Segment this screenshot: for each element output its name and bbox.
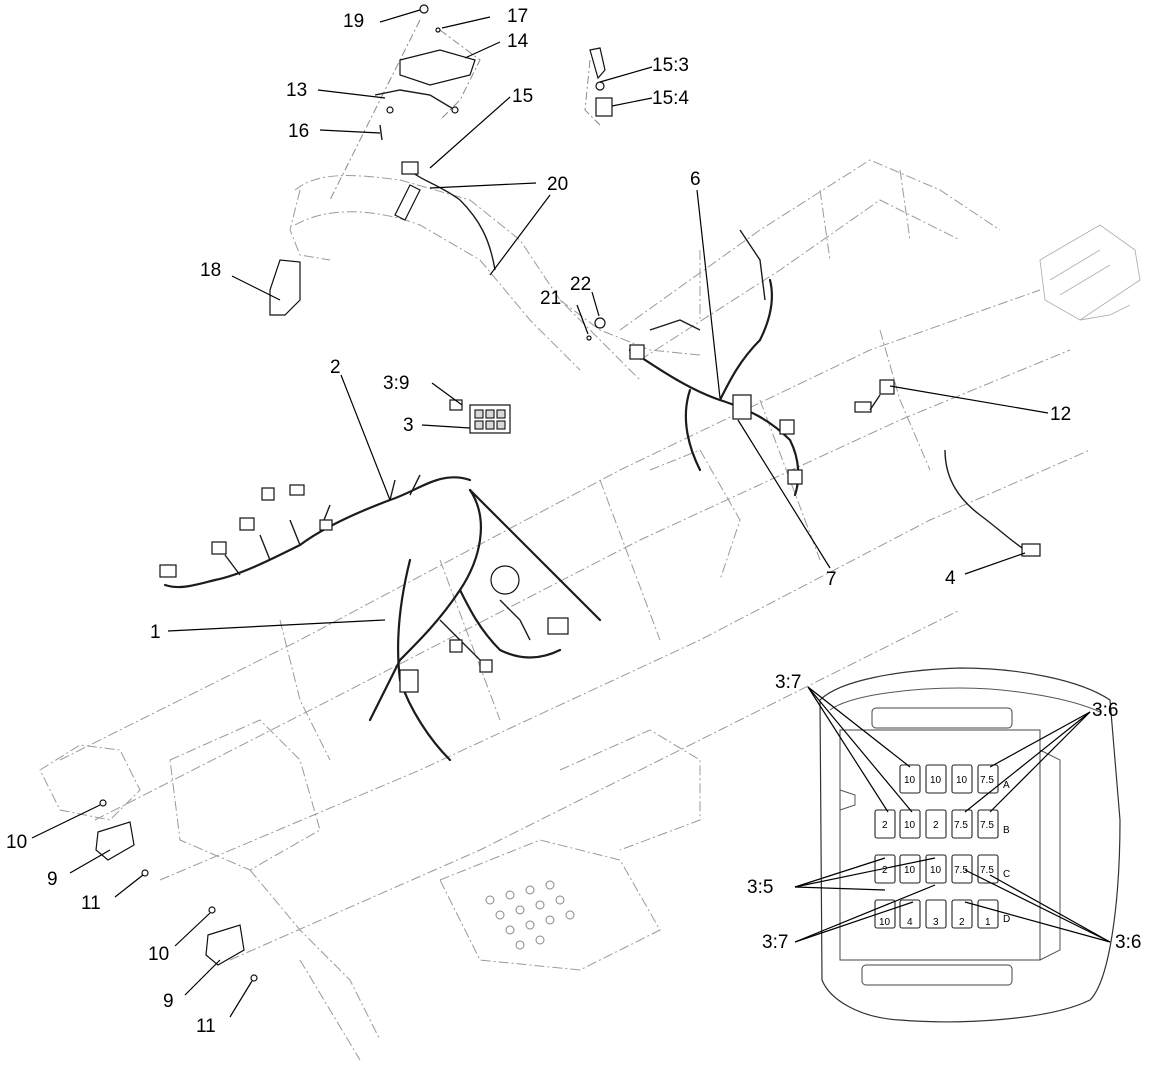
component-12 — [854, 379, 895, 413]
fuse-label-3-7-top: 3:7 — [775, 672, 801, 693]
footrest-holes — [485, 880, 575, 950]
callout-15: 15 — [512, 86, 533, 107]
harness-4 — [944, 449, 1041, 557]
leader-lines — [31, 9, 1049, 1018]
harness-1 — [368, 488, 602, 762]
harness-6-7 — [628, 229, 803, 497]
fuse-row-letter-c: C — [1003, 869, 1010, 880]
callout-13: 13 — [286, 80, 307, 101]
callout-3: 3 — [403, 415, 414, 436]
fuse-row-letter-d: D — [1003, 914, 1010, 925]
callout-9-a: 9 — [47, 869, 58, 890]
callout-14: 14 — [507, 31, 529, 52]
fuse-value: 2 — [933, 820, 939, 831]
fuse-value: 7.5 — [980, 865, 994, 876]
callout-16: 16 — [288, 121, 309, 142]
callout-22: 22 — [570, 274, 591, 295]
fuse-value: 10 — [904, 865, 916, 876]
callout-21: 21 — [540, 288, 561, 309]
callout-10-b: 10 — [148, 944, 169, 965]
fuse-value: 10 — [956, 775, 968, 786]
fuse-label-3-7-bottom: 3:7 — [762, 932, 788, 953]
fuse-value: 2 — [959, 917, 965, 928]
callout-11-b: 11 — [196, 1016, 216, 1037]
fuse-value: 7.5 — [954, 865, 968, 876]
callout-20: 20 — [547, 174, 568, 195]
fuse-value: 4 — [907, 917, 913, 928]
callout-6: 6 — [690, 169, 701, 190]
callout-3-9: 3:9 — [383, 373, 409, 394]
callout-15-3: 15:3 — [652, 55, 689, 76]
callout-4: 4 — [945, 568, 956, 589]
callout-15-4: 15:4 — [652, 88, 689, 109]
fuse-value: 3 — [933, 917, 939, 928]
fuse-label-3-6-bottom: 3:6 — [1115, 932, 1141, 953]
fuse-label-3-5: 3:5 — [747, 877, 773, 898]
fuse-value: 7.5 — [980, 775, 994, 786]
fuse-value: 10 — [930, 865, 942, 876]
callout-7: 7 — [826, 569, 837, 590]
upper-parts-group — [269, 4, 496, 316]
fuse-value: 7.5 — [954, 820, 968, 831]
fuse-value: 10 — [879, 917, 891, 928]
callout-11-a: 11 — [81, 893, 101, 914]
fuse-value: 1 — [985, 917, 991, 928]
fuse-value: 10 — [904, 820, 916, 831]
callout-12: 12 — [1050, 404, 1071, 425]
fuse-row-c: 2 10 10 7.5 7.5 — [874, 854, 999, 884]
callout-17: 17 — [507, 6, 528, 27]
callout-10-a: 10 — [6, 832, 27, 853]
fuse-label-3-6-top: 3:6 — [1092, 700, 1118, 721]
fuse-row-letter-b: B — [1003, 825, 1010, 836]
callout-1: 1 — [150, 622, 161, 643]
fuse-value: 10 — [930, 775, 942, 786]
fuse-value: 2 — [882, 865, 888, 876]
fuse-row-a: 10 10 10 7.5 — [899, 764, 999, 794]
callout-9-b: 9 — [163, 991, 174, 1012]
fuse-row-b: 2 10 2 7.5 7.5 — [874, 809, 999, 839]
fuse-value: 10 — [904, 775, 916, 786]
harness-2 — [159, 474, 472, 589]
chassis-frame — [39, 159, 1091, 1061]
fuse-row-d: 10 4 3 2 1 — [874, 899, 999, 929]
fuse-detail-inset: A B C D 10 10 10 7.5 2 10 2 7.5 7.5 — [794, 667, 1121, 1023]
headlight-parts — [95, 799, 258, 982]
callout-2: 2 — [330, 357, 341, 378]
fuse-value: 2 — [882, 820, 888, 831]
fuse-row-letter-a: A — [1003, 780, 1010, 791]
callout-18: 18 — [200, 260, 221, 281]
parts-21-22 — [586, 317, 606, 341]
engine-component — [1039, 224, 1141, 321]
parts-15-3-15-4 — [584, 47, 613, 126]
callout-19: 19 — [343, 11, 364, 32]
fuse-value: 7.5 — [980, 820, 994, 831]
callout-labels: 19 17 14 13 16 15 20 18 15:3 15:4 22 21 … — [6, 6, 1141, 1037]
fuse-block-3 — [449, 399, 511, 434]
